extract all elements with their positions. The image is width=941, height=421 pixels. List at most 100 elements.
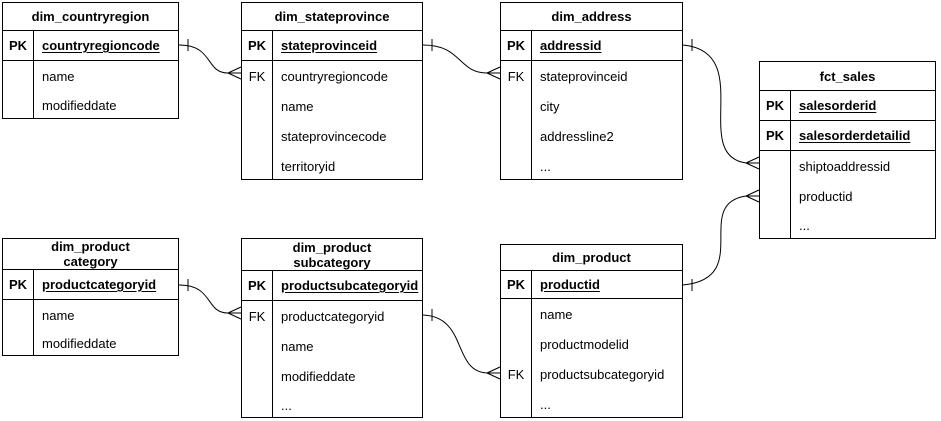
field-row-dim_address-city[interactable]: city bbox=[501, 91, 682, 121]
empty-key-cell bbox=[760, 151, 791, 181]
field-row-dim_productsubcategory-modifieddate[interactable]: modifieddate bbox=[242, 361, 422, 391]
many-cardinality-marker bbox=[745, 162, 760, 170]
key-row-dim_product-productid[interactable]: PK productid bbox=[501, 271, 682, 299]
empty-key-cell bbox=[3, 330, 34, 355]
table-title-dim_address: dim_address bbox=[501, 3, 682, 31]
empty-key-cell bbox=[501, 151, 532, 179]
field-row-dim_product-name[interactable]: name bbox=[501, 299, 682, 329]
field-name: name bbox=[42, 307, 75, 323]
pk-badge: PK bbox=[760, 91, 791, 120]
table-title-line: dim_countryregion bbox=[31, 9, 150, 24]
field-name: name bbox=[281, 98, 314, 114]
field-name: ... bbox=[799, 218, 810, 233]
field-row-dim_address-...[interactable]: ... bbox=[501, 151, 682, 179]
relation-edge[interactable] bbox=[682, 44, 747, 164]
field-row-dim_stateprovince-territoryid[interactable]: territoryid bbox=[242, 151, 422, 179]
field-name: productcategoryid bbox=[281, 308, 385, 324]
pk-badge: PK bbox=[3, 31, 34, 60]
field-row-dim_product-productsubcategoryid[interactable]: FK productsubcategoryid bbox=[501, 359, 682, 389]
relation-dim_countryregion.countryregioncode-to-dim_stateprovince.countryregioncode[interactable] bbox=[178, 39, 242, 80]
key-row-fct_sales-salesorderid[interactable]: PK salesorderid bbox=[760, 91, 935, 121]
field-row-dim_productsubcategory-...[interactable]: ... bbox=[242, 391, 422, 417]
field-row-dim_address-addressline2[interactable]: addressline2 bbox=[501, 121, 682, 151]
relation-dim_productsubcategory.productsubcategoryid-to-dim_product.productsubcategoryid[interactable] bbox=[422, 309, 501, 380]
relation-edge[interactable] bbox=[682, 195, 747, 286]
empty-key-cell bbox=[501, 329, 532, 359]
many-cardinality-marker bbox=[486, 66, 501, 74]
field-name: name bbox=[540, 306, 573, 322]
table-title-line: dim_stateprovince bbox=[274, 9, 390, 24]
field-name: addressline2 bbox=[540, 128, 614, 144]
relation-dim_stateprovince.stateprovinceid-to-dim_address.stateprovinceid[interactable] bbox=[422, 39, 501, 80]
key-row-dim_address-addressid[interactable]: PK addressid bbox=[501, 31, 682, 61]
field-name: stateprovinceid bbox=[540, 68, 628, 84]
field-name: modifieddate bbox=[42, 336, 117, 351]
many-cardinality-marker bbox=[227, 72, 242, 80]
field-row-dim_countryregion-modifieddate[interactable]: modifieddate bbox=[3, 91, 178, 118]
table-title-fct_sales: fct_sales bbox=[760, 62, 935, 91]
pk-badge: PK bbox=[501, 271, 532, 298]
many-cardinality-marker bbox=[486, 366, 501, 374]
empty-key-cell bbox=[242, 121, 273, 151]
pk-badge: PK bbox=[242, 271, 273, 300]
field-name: modifieddate bbox=[281, 368, 356, 384]
table-title-line: fct_sales bbox=[819, 68, 876, 84]
field-name: name bbox=[281, 338, 314, 354]
pk-badge: PK bbox=[501, 31, 532, 60]
field-row-dim_stateprovince-stateprovincecode[interactable]: stateprovincecode bbox=[242, 121, 422, 151]
field-name: stateprovincecode bbox=[281, 128, 387, 144]
relation-dim_address.addressid-to-fct_sales.shiptoaddressid[interactable] bbox=[682, 39, 760, 170]
field-row-dim_countryregion-name[interactable]: name bbox=[3, 61, 178, 91]
field-name: salesorderid bbox=[799, 98, 877, 113]
relation-edge[interactable] bbox=[178, 44, 229, 74]
many-cardinality-marker bbox=[227, 312, 242, 320]
field-row-dim_productcategory-modifieddate[interactable]: modifieddate bbox=[3, 330, 178, 355]
relation-dim_productcategory.productcategoryid-to-dim_productsubcategory.productcategoryid[interactable] bbox=[178, 279, 242, 320]
field-row-dim_productcategory-name[interactable]: name bbox=[3, 300, 178, 330]
field-row-fct_sales-productid[interactable]: productid bbox=[760, 181, 935, 211]
many-cardinality-marker bbox=[745, 156, 760, 164]
field-name: countryregioncode bbox=[281, 68, 388, 84]
field-row-dim_product-...[interactable]: ... bbox=[501, 389, 682, 417]
relation-edge[interactable] bbox=[422, 44, 488, 74]
empty-key-cell bbox=[3, 300, 34, 330]
field-row-fct_sales-shiptoaddressid[interactable]: shiptoaddressid bbox=[760, 151, 935, 181]
empty-key-cell bbox=[3, 61, 34, 91]
relation-edge[interactable] bbox=[422, 314, 488, 374]
field-name: productcategoryid bbox=[42, 277, 157, 292]
empty-key-cell bbox=[501, 299, 532, 329]
empty-key-cell bbox=[242, 331, 273, 361]
many-cardinality-marker bbox=[486, 372, 501, 380]
field-row-dim_stateprovince-name[interactable]: name bbox=[242, 91, 422, 121]
field-name: productsubcategoryid bbox=[540, 366, 665, 382]
field-row-fct_sales-...[interactable]: ... bbox=[760, 211, 935, 238]
table-title-line: dim_product bbox=[51, 239, 130, 254]
empty-key-cell bbox=[3, 91, 34, 118]
pk-badge: PK bbox=[760, 121, 791, 150]
field-name: modifieddate bbox=[42, 98, 117, 113]
fk-badge: FK bbox=[501, 359, 532, 389]
field-row-dim_product-productmodelid[interactable]: productmodelid bbox=[501, 329, 682, 359]
field-name: productid bbox=[540, 277, 600, 292]
field-row-dim_productsubcategory-name[interactable]: name bbox=[242, 331, 422, 361]
field-name: addressid bbox=[540, 38, 602, 53]
relation-edge[interactable] bbox=[178, 284, 229, 314]
relation-dim_product.productid-to-fct_sales.productid[interactable] bbox=[682, 189, 760, 291]
